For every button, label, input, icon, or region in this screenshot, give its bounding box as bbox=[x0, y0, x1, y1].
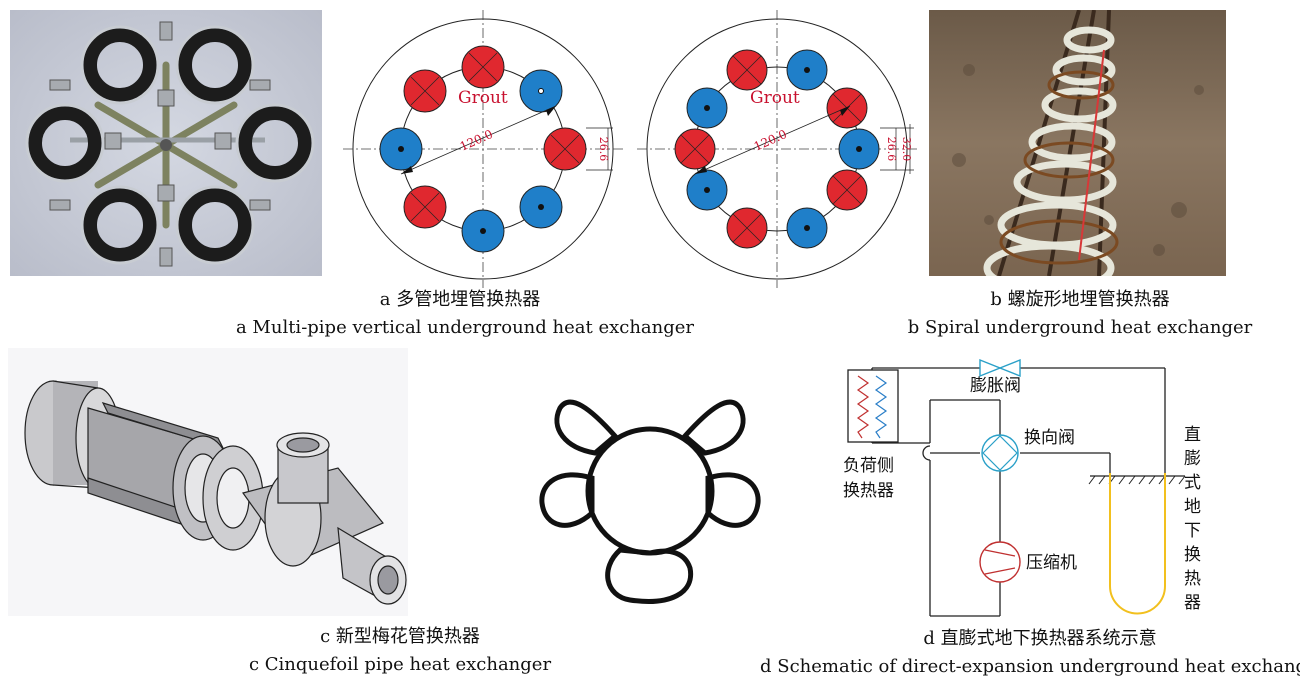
load-hx-label-1: 负荷侧 bbox=[843, 456, 894, 476]
vertical-label-char: 换 bbox=[1184, 545, 1201, 565]
caption-a-en: a Multi-pipe vertical underground heat e… bbox=[235, 317, 695, 338]
pipe-dim-label: 26.6 bbox=[885, 137, 898, 162]
load-hx-label-2: 换热器 bbox=[843, 481, 894, 501]
pitch-dim-label: 32.0 bbox=[900, 137, 913, 162]
diameter-label: 120.0 bbox=[458, 127, 495, 154]
grout-label: Grout bbox=[750, 88, 800, 108]
caption-a-cn: a 多管地埋管换热器 bbox=[379, 289, 541, 310]
expansion-valve-label: 膨胀阀 bbox=[970, 376, 1021, 396]
vertical-label-char: 地 bbox=[1184, 497, 1201, 517]
reversing-valve-label: 换向阀 bbox=[1024, 428, 1075, 448]
vertical-label-char: 热 bbox=[1184, 569, 1201, 589]
caption-c-en: c Cinquefoil pipe heat exchanger bbox=[248, 654, 552, 675]
caption-d-en: d Schematic of direct-expansion undergro… bbox=[760, 656, 1300, 677]
multi-pipe-photo bbox=[10, 10, 322, 276]
caption-b-cn: b 螺旋形地埋管换热器 bbox=[990, 289, 1170, 310]
multi-pipe-diagram-left: 120.0 Grout 26.6 bbox=[338, 8, 628, 290]
cinquefoil-section-drawing bbox=[530, 368, 770, 613]
caption-c-cn: c 新型梅花管换热器 bbox=[320, 626, 480, 647]
diameter-label: 120.0 bbox=[752, 127, 789, 154]
cinquefoil-3d-drawing bbox=[8, 348, 408, 616]
caption-b-en: b Spiral underground heat exchanger bbox=[907, 317, 1253, 338]
vertical-label-char: 膨 bbox=[1184, 449, 1201, 469]
vertical-label-char: 式 bbox=[1184, 473, 1201, 493]
compressor-label: 压缩机 bbox=[1026, 553, 1077, 573]
pipe-dim-label: 26.6 bbox=[597, 137, 610, 162]
caption-d-cn: d 直膨式地下换热器系统示意 bbox=[923, 628, 1157, 649]
spiral-photo bbox=[929, 10, 1226, 276]
vertical-label-char: 器 bbox=[1184, 593, 1201, 613]
vertical-label-char: 下 bbox=[1184, 521, 1201, 541]
vertical-label-char: 直 bbox=[1184, 425, 1201, 445]
multi-pipe-diagram-right: 120.0 Grout 26.6 32.0 bbox=[632, 8, 922, 290]
grout-label: Grout bbox=[458, 88, 508, 108]
dx-schematic: 膨胀阀 换向阀 负荷侧 换热器 压缩机 直 膨 式 地 下 换 热 器 bbox=[840, 348, 1220, 623]
